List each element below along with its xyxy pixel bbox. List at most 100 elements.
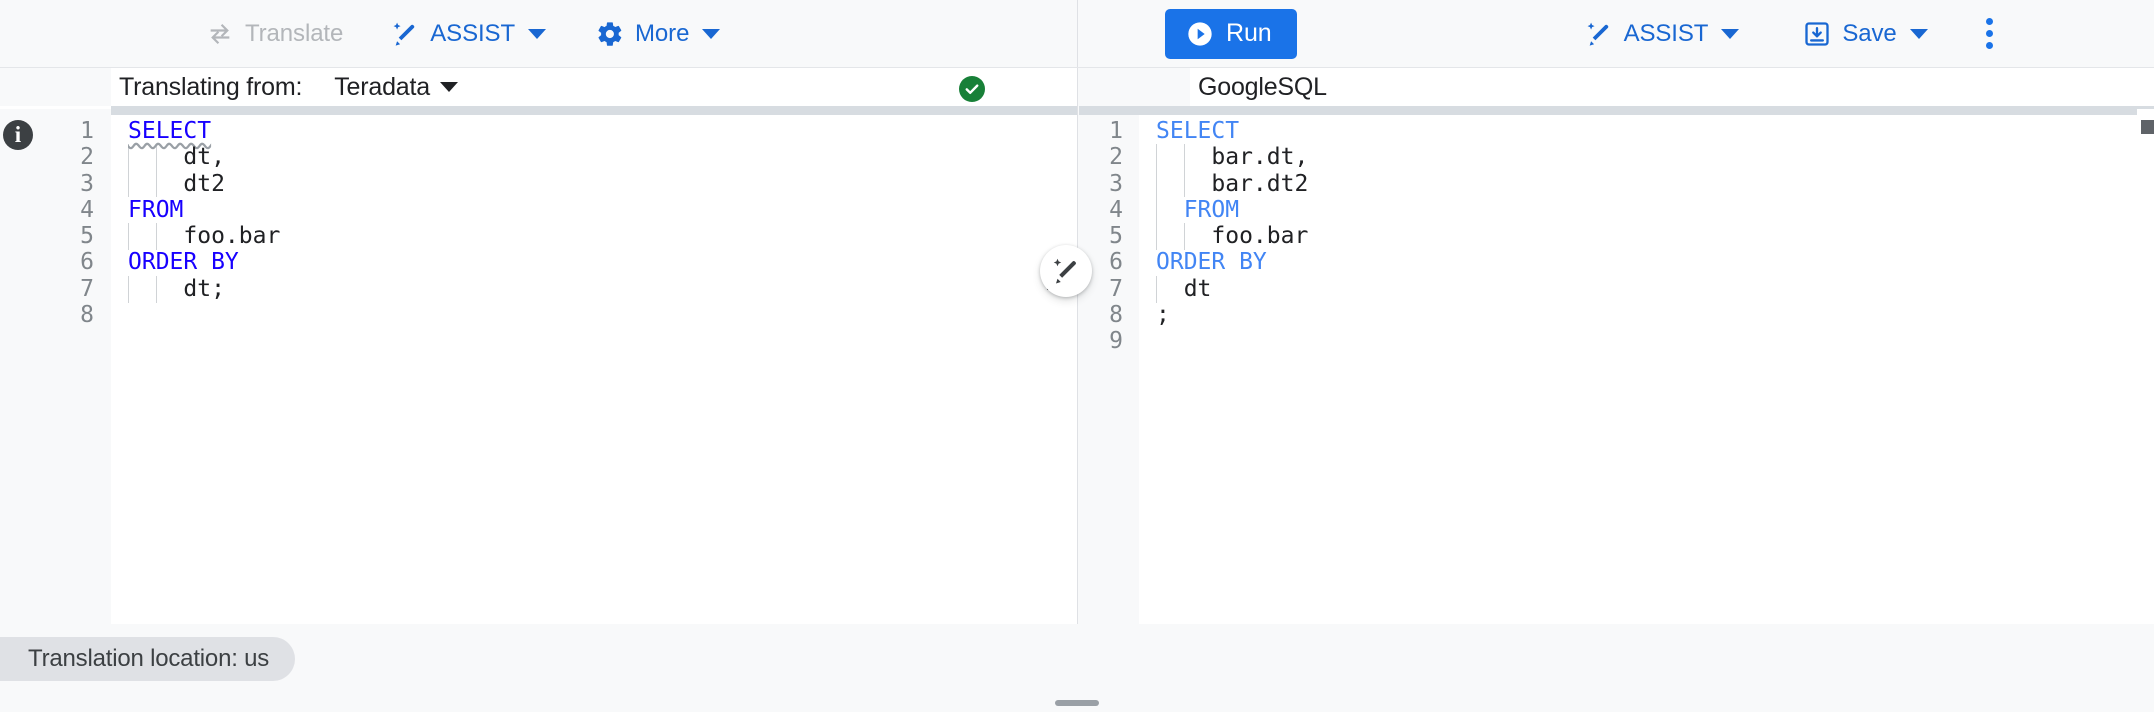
code-line: foo.bar: [128, 223, 1077, 249]
code-token-keyword: FROM: [128, 196, 184, 223]
code-line: dt2: [128, 171, 1077, 197]
code-line: ;: [1156, 302, 2154, 328]
line-number: 8: [1109, 302, 1123, 329]
code-line: ORDER BY: [1156, 249, 2154, 275]
save-download-icon: [1803, 20, 1831, 48]
target-code-area[interactable]: 1 2 3 4 5 6 7 8 9 SELECT bar.dt,: [1079, 109, 2154, 624]
code-token: ;: [1156, 302, 1170, 329]
target-code-text[interactable]: SELECT bar.dt, bar.dt2 FROM foo.bar ORDE…: [1139, 109, 2154, 624]
line-number: 1: [80, 118, 94, 144]
indent-guide: [156, 223, 157, 250]
code-token: foo.bar: [183, 223, 281, 250]
target-horizontal-scrollbar[interactable]: [1079, 106, 2137, 115]
indent-guide: [1156, 144, 1157, 250]
line-number: 8: [80, 302, 94, 329]
play-icon: [1186, 20, 1214, 48]
chevron-down-icon: [1721, 28, 1740, 39]
line-number: 4: [80, 196, 94, 223]
source-dialect-select[interactable]: Teradata: [328, 72, 464, 103]
line-number: 3: [1109, 170, 1123, 197]
line-number: 7: [80, 275, 94, 302]
code-line: bar.dt2: [1156, 171, 2154, 197]
code-line: SELECT: [128, 118, 1077, 144]
code-line: bar.dt,: [1156, 144, 2154, 170]
source-toolbar: Translate ASSIST: [0, 0, 1078, 67]
target-dialect-header: GoogleSQL: [1079, 68, 2154, 106]
code-line: dt;: [128, 276, 1077, 302]
translate-label: Translate: [245, 19, 344, 47]
target-line-number-gutter: 1 2 3 4 5 6 7 8 9: [1079, 109, 1139, 624]
code-token: bar.dt2: [1211, 170, 1309, 197]
line-number: 6: [80, 249, 94, 276]
code-line: FROM: [128, 197, 1077, 223]
code-line: [1156, 328, 2154, 354]
more-button[interactable]: More: [582, 10, 734, 58]
code-line: SELECT: [1156, 118, 2154, 144]
line-number: 6: [1109, 249, 1123, 276]
assist-fab-button[interactable]: [1040, 245, 1092, 297]
main-toolbar: Translate ASSIST: [0, 0, 2154, 68]
save-button[interactable]: Save: [1789, 10, 1941, 58]
line-number: 3: [80, 170, 94, 197]
assist-button-target[interactable]: ASSIST: [1571, 10, 1754, 58]
translating-from-label: Translating from:: [119, 72, 303, 101]
status-bar: Translation location: us: [0, 624, 2154, 712]
indent-guide: [128, 144, 129, 197]
source-horizontal-scrollbar[interactable]: [111, 106, 1077, 115]
target-vertical-scrollbar-thumb[interactable]: [2141, 120, 2154, 134]
code-token: foo.bar: [1211, 223, 1309, 250]
code-token-keyword: SELECT: [128, 118, 212, 144]
source-line-number-gutter: 1 2 3 4 5 6 7 8: [40, 109, 111, 624]
chevron-down-icon: [702, 28, 721, 39]
status-badge-valid: [959, 76, 985, 102]
gear-icon: [596, 20, 624, 48]
line-number: 5: [1109, 223, 1123, 250]
code-token: dt2: [183, 170, 225, 197]
line-number: 5: [80, 223, 94, 250]
source-code-text[interactable]: SELECT dt, dt2 FROM foo.bar ORDER BY dt;: [111, 109, 1077, 624]
code-line: [128, 302, 1077, 328]
source-dialect-header: Translating from: Teradata: [0, 68, 1078, 106]
save-label: Save: [1842, 19, 1897, 47]
indent-guide: [156, 276, 157, 303]
code-line: dt,: [128, 144, 1077, 170]
source-annotation-gutter: i: [0, 109, 40, 624]
line-number: 1: [1109, 118, 1123, 144]
target-editor-pane: 1 2 3 4 5 6 7 8 9 SELECT bar.dt,: [1079, 106, 2154, 624]
source-code-area[interactable]: i 1 2 3 4 5 6 7 8: [0, 109, 1077, 624]
code-token-keyword: FROM: [1183, 196, 1240, 223]
indent-guide: [128, 276, 129, 303]
source-dialect-value: Teradata: [334, 72, 430, 101]
chevron-down-icon: [439, 82, 458, 92]
line-number: 2: [80, 144, 94, 171]
chevron-down-icon: [1909, 28, 1928, 39]
code-token-keyword: ORDER BY: [128, 249, 239, 276]
indent-guide: [156, 144, 157, 197]
code-token: dt: [1183, 275, 1212, 302]
target-dialect-value: GoogleSQL: [1198, 72, 1327, 101]
panel-resize-handle[interactable]: [1055, 700, 1099, 706]
indent-guide: [1184, 223, 1185, 250]
assist-label-source: ASSIST: [430, 19, 516, 47]
translation-location-chip[interactable]: Translation location: us: [0, 637, 296, 681]
code-token-keyword: ORDER BY: [1156, 249, 1267, 276]
code-token: dt,: [183, 144, 225, 171]
more-label: More: [635, 19, 690, 47]
indent-guide: [1156, 276, 1157, 303]
code-line: dt: [1156, 276, 2154, 302]
code-token: bar.dt,: [1211, 144, 1309, 171]
assist-label-target: ASSIST: [1623, 19, 1709, 47]
magic-wand-icon: [391, 20, 419, 48]
code-token-keyword: SELECT: [1156, 118, 1240, 144]
line-number: 7: [1109, 275, 1123, 302]
editors-region: i 1 2 3 4 5 6 7 8: [0, 106, 2154, 624]
kebab-menu-icon[interactable]: [1968, 10, 2012, 58]
assist-button-source[interactable]: ASSIST: [377, 10, 560, 58]
info-icon[interactable]: i: [3, 120, 33, 150]
run-button[interactable]: Run: [1165, 8, 1297, 59]
dialect-header-row: Translating from: Teradata GoogleSQL: [0, 68, 2154, 106]
code-token: dt;: [183, 275, 225, 302]
run-label: Run: [1226, 19, 1272, 47]
translate-button[interactable]: Translate: [192, 10, 357, 58]
